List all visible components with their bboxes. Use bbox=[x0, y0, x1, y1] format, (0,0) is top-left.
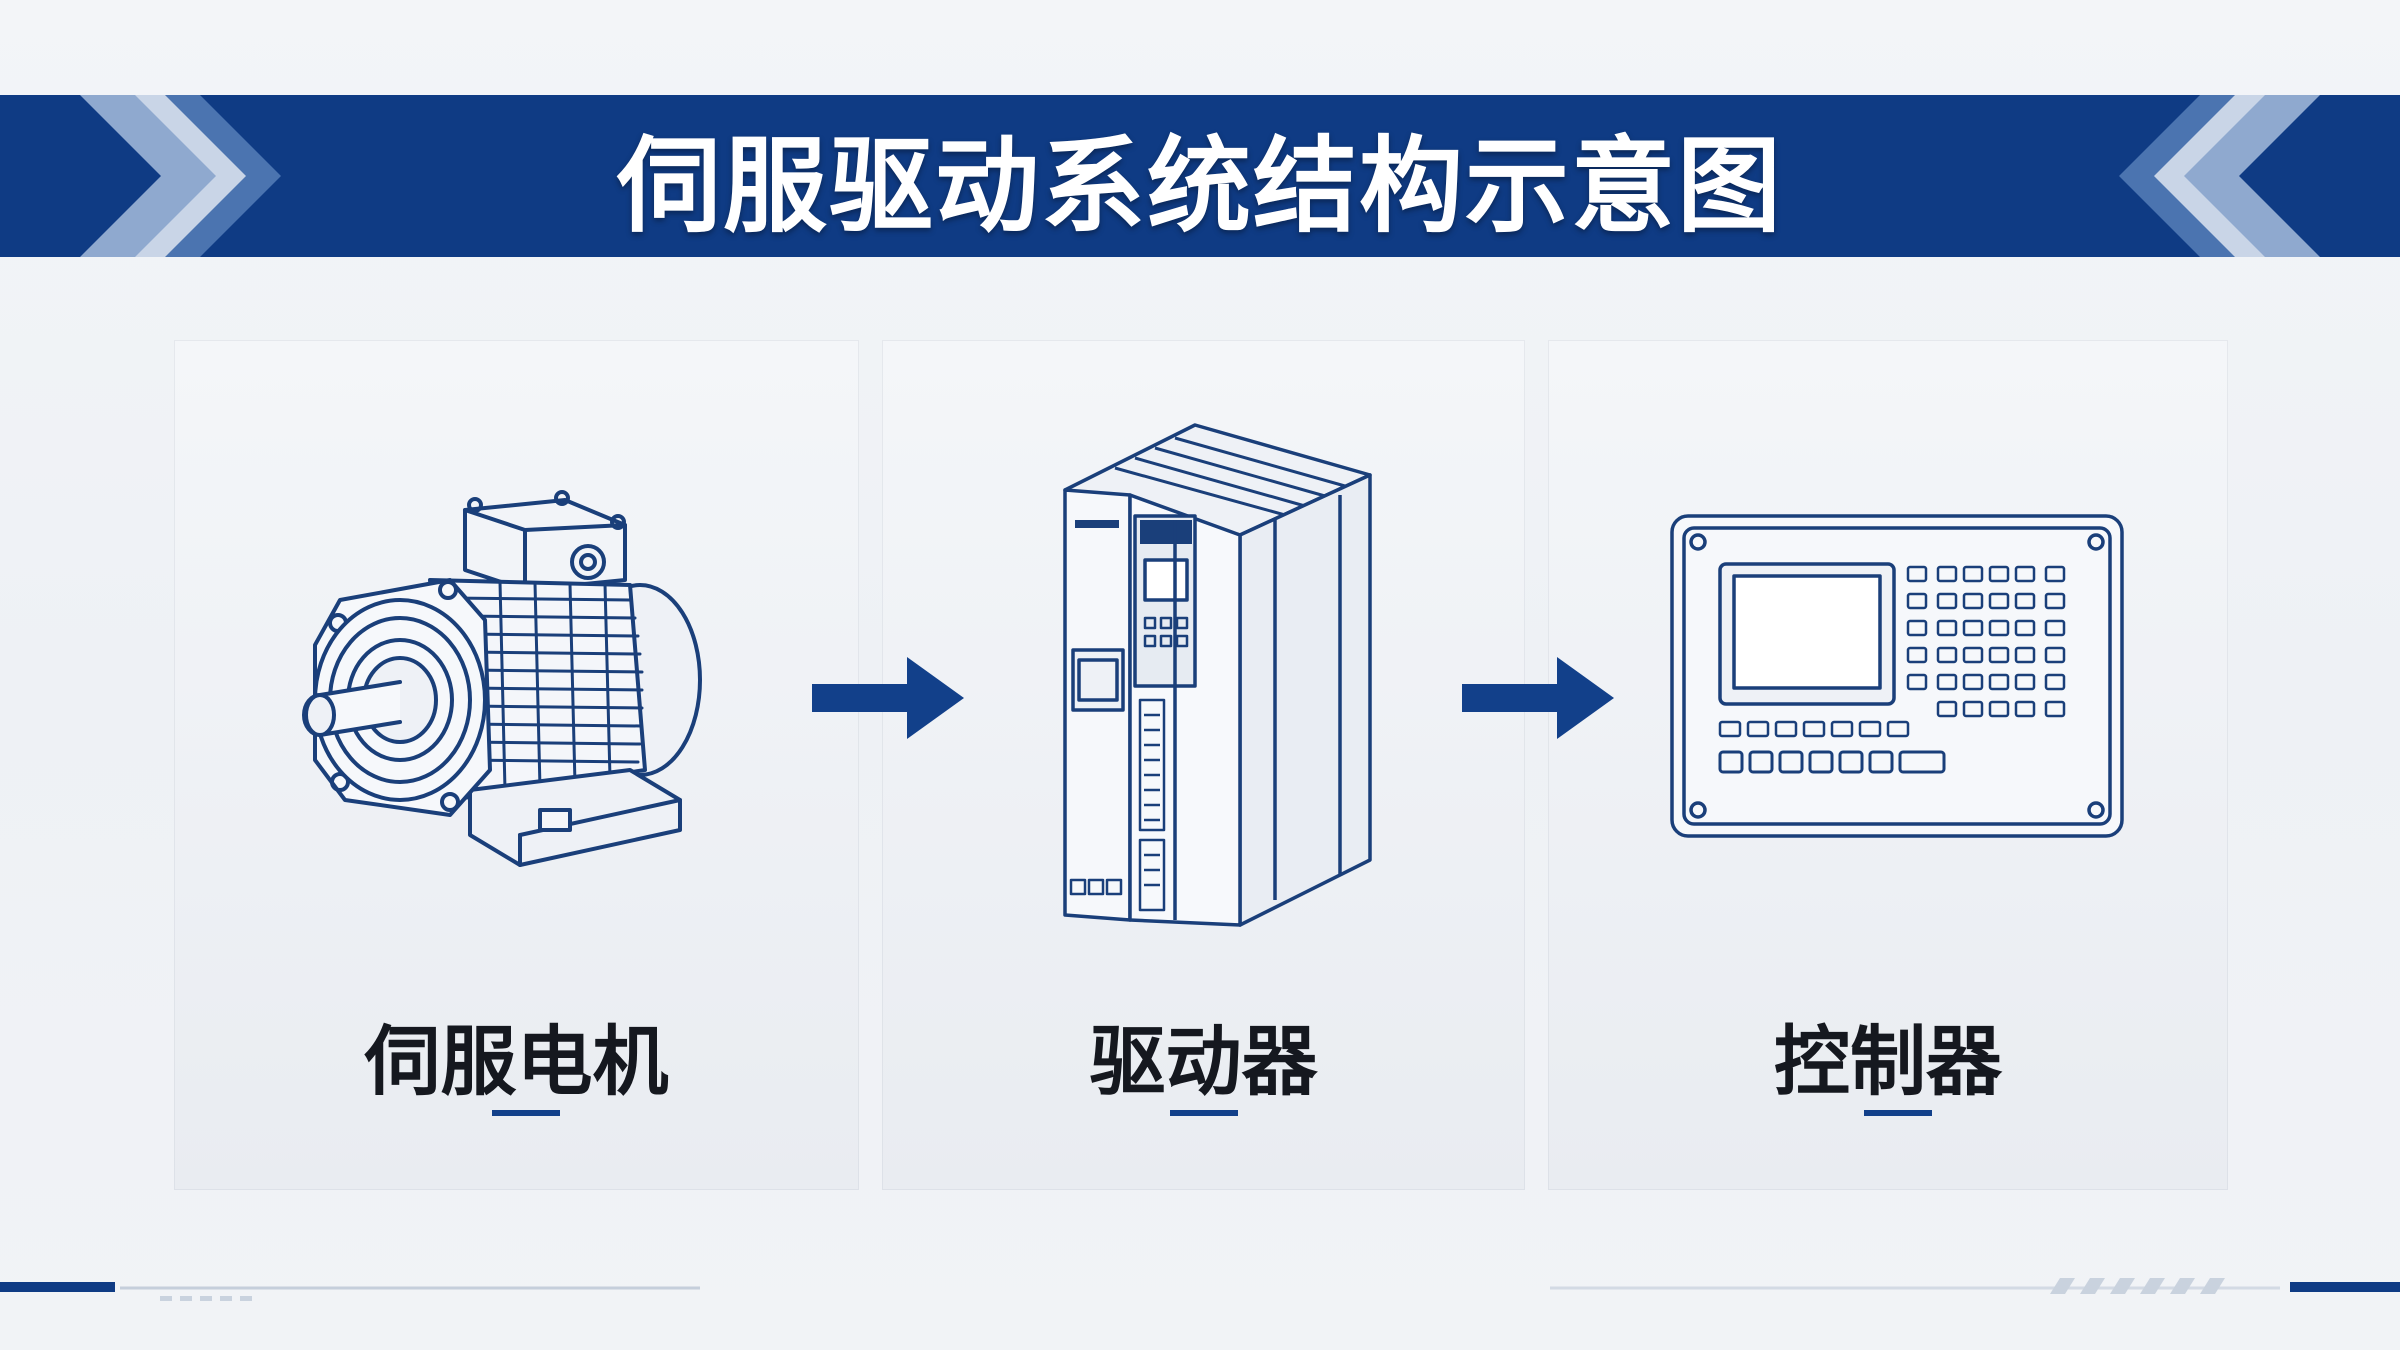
controller-panel-icon bbox=[1670, 514, 2124, 838]
label-servo-drive: 驱动器 bbox=[1089, 1017, 1318, 1106]
label-servo-motor: 伺服电机 bbox=[364, 1017, 669, 1106]
right-chevron-decoration bbox=[2119, 95, 2320, 257]
servo-drive-icon bbox=[1063, 423, 1372, 927]
underline-servo-motor bbox=[492, 1110, 560, 1116]
title-banner bbox=[0, 95, 2400, 257]
diagram-title: 伺服驱动系统结构示意图 bbox=[616, 124, 1783, 247]
servo-motor-icon bbox=[302, 490, 702, 867]
underline-controller bbox=[1864, 1110, 1932, 1116]
label-controller: 控制器 bbox=[1774, 1017, 2002, 1106]
arrow-motor-to-drive bbox=[812, 657, 964, 739]
footer-decoration bbox=[0, 1278, 2400, 1301]
arrow-drive-to-controller bbox=[1462, 657, 1614, 739]
underline-servo-drive bbox=[1170, 1110, 1238, 1116]
left-chevron-decoration bbox=[80, 95, 281, 257]
